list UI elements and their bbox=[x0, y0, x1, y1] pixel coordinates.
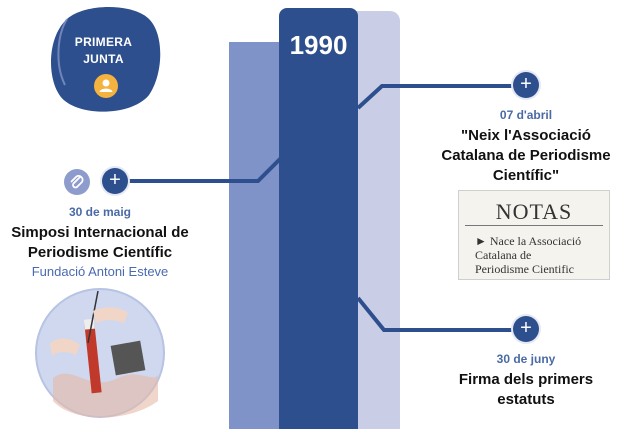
event-1-title-line-2: Periodisme Científic bbox=[27, 244, 173, 261]
clipping-body: ► Nace la Associació Catalana de Periodi… bbox=[475, 234, 605, 276]
expand-event-3-button[interactable]: + bbox=[513, 316, 539, 342]
clipping-line-1: ► Nace la Associació bbox=[475, 234, 582, 248]
paperclip-icon[interactable] bbox=[64, 169, 90, 195]
event-3-title-line-1: Firma dels primers bbox=[458, 371, 594, 388]
event-1-date: 30 de maig bbox=[68, 205, 132, 219]
event-2-title-line-3: Científic" bbox=[492, 167, 560, 184]
event-2-date: 07 d'abril bbox=[499, 108, 553, 122]
event-3-title: Firma dels primers estatuts bbox=[426, 370, 624, 410]
person-icon bbox=[94, 74, 118, 98]
event-2-title: "Neix l'Associació Catalana de Periodism… bbox=[426, 126, 624, 186]
event-1-title: Simposi Internacional de Periodisme Cien… bbox=[0, 223, 200, 263]
clipping-heading: NOTAS bbox=[495, 199, 573, 224]
newspaper-clipping-image: NOTAS ► Nace la Associació Catalana de P… bbox=[458, 190, 610, 280]
lab-illustration-image bbox=[35, 288, 165, 418]
event-1-subtitle[interactable]: Fundació Antoni Esteve bbox=[31, 264, 169, 279]
badge-title: PRIMERA JUNTA bbox=[50, 34, 157, 68]
badge-line-1: PRIMERA bbox=[74, 35, 133, 49]
badge-line-2: JUNTA bbox=[83, 52, 124, 66]
event-3-title-line-2: estatuts bbox=[497, 391, 555, 408]
event-3-date: 30 de juny bbox=[496, 352, 556, 366]
timeline-back-column bbox=[355, 11, 400, 429]
clipping-line-3: Periodisme Cientific bbox=[475, 262, 574, 276]
timeline-left-column bbox=[229, 42, 281, 429]
badge-blob bbox=[51, 7, 161, 112]
expand-event-2-button[interactable]: + bbox=[513, 72, 539, 98]
clipping-line-2: Catalana de bbox=[475, 248, 532, 262]
event-2-title-line-1: "Neix l'Associació bbox=[461, 127, 591, 144]
expand-event-1-button[interactable]: + bbox=[102, 168, 128, 194]
timeline-main-column bbox=[279, 8, 358, 429]
year-label: 1990 bbox=[289, 30, 348, 60]
clipping-divider bbox=[465, 225, 603, 226]
event-2-title-line-2: Catalana de Periodisme bbox=[441, 147, 611, 164]
event-1-title-line-1: Simposi Internacional de bbox=[11, 224, 189, 241]
